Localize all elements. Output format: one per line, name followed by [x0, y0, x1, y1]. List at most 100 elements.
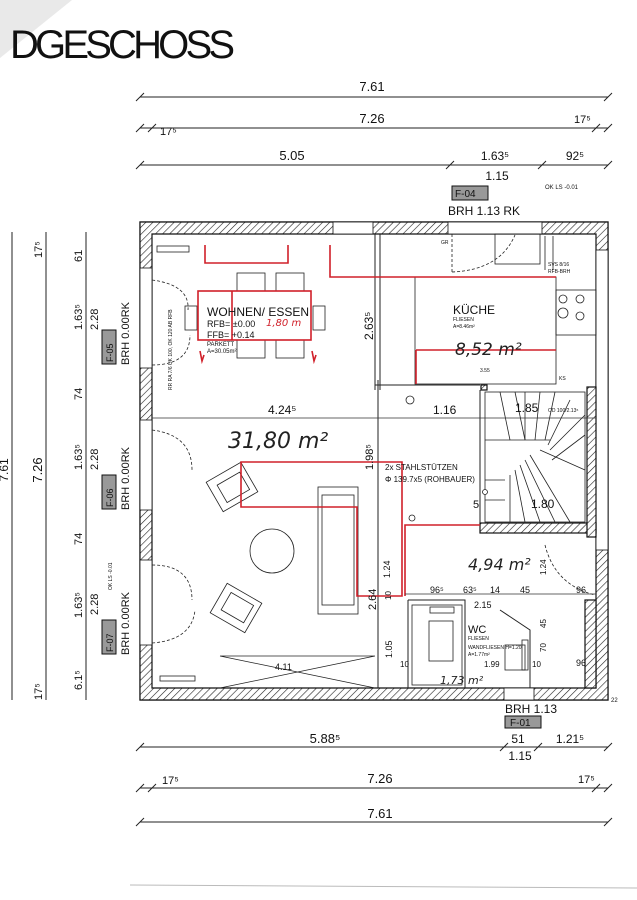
kitchen-fixtures	[414, 233, 597, 385]
svg-text:96: 96	[576, 585, 586, 595]
svg-text:1.63⁵: 1.63⁵	[73, 444, 85, 470]
svg-text:2.28: 2.28	[89, 309, 101, 330]
svg-text:1.63⁵: 1.63⁵	[73, 592, 85, 618]
svg-text:1,80 m: 1,80 m	[266, 318, 301, 329]
dim-left-inner: 7.26	[30, 457, 45, 482]
handwritten-area: 8,52 m²	[455, 340, 522, 360]
svg-text:1.99: 1.99	[484, 660, 500, 669]
svg-text:10: 10	[532, 660, 541, 669]
wc-fixtures	[411, 604, 529, 686]
room-wc: WC FLIESEN WANDFLIESEN H=1.20 A=1.77m² 1…	[440, 624, 522, 687]
room-hall: 2x STAHLSTÜTZEN Φ 139.7x5 (ROHBAUER) 4,9…	[385, 463, 531, 574]
svg-text:7.26: 7.26	[367, 771, 392, 786]
window-tag-f07: F-07 BRH 0.00RK OK LS -0.01	[101, 562, 132, 655]
svg-text:17⁵: 17⁵	[162, 775, 179, 787]
svg-text:14: 14	[490, 585, 500, 595]
svg-text:4.11: 4.11	[275, 662, 292, 672]
dim-top-inner: 7.26	[359, 111, 384, 126]
svg-text:WANDFLIESEN H=1.20: WANDFLIESEN H=1.20	[468, 645, 522, 651]
window-tag-f06: F-06 BRH 0.00RK	[101, 446, 132, 510]
svg-text:RR RA 7/6 UK 100, OK 120 AB RF: RR RA 7/6 UK 100, OK 120 AB RFB	[168, 309, 174, 390]
window-tag-f04: F-04 BRH 1.13 RK OK LS -0.01	[448, 185, 579, 218]
svg-text:SVS 8/16: SVS 8/16	[548, 262, 569, 268]
svg-text:GR: GR	[441, 240, 449, 246]
room-living: WOHNEN/ ESSEN RFB= ±0.00 FFB= +0.14 1,80…	[168, 305, 328, 454]
svg-text:FLIESEN: FLIESEN	[468, 636, 489, 642]
svg-text:BRH 1.13: BRH 1.13	[505, 702, 557, 716]
svg-text:F-06: F-06	[105, 488, 115, 507]
top-dimensions: 7.61 17⁵ 7.26 17⁵ 5.05 1.63⁵ 92⁵ 1.15	[135, 79, 613, 183]
svg-text:2.15: 2.15	[474, 600, 492, 610]
svg-text:1.24: 1.24	[382, 560, 392, 578]
left-dimensions: 7.61 17⁵ 7.26 17⁵ 61 1.63⁵ 74 1.63⁵ 74 1…	[0, 232, 101, 700]
svg-text:OK LS -0.01: OK LS -0.01	[108, 562, 114, 590]
window-tag-f01: BRH 1.13 F-01	[504, 702, 557, 729]
svg-text:5: 5	[473, 499, 479, 511]
dim-top-overall: 7.61	[359, 79, 384, 94]
svg-text:1.85: 1.85	[515, 401, 539, 415]
svg-text:BRH 0.00RK: BRH 0.00RK	[120, 301, 132, 365]
svg-text:RFB= ±0.00: RFB= ±0.00	[207, 319, 255, 329]
svg-text:45: 45	[539, 619, 548, 628]
svg-text:1.80: 1.80	[531, 497, 555, 511]
dim-top-inner-left: 17⁵	[160, 126, 177, 138]
svg-text:2.28: 2.28	[89, 594, 101, 615]
svg-text:63⁵: 63⁵	[463, 585, 477, 595]
svg-text:2.64: 2.64	[367, 589, 379, 610]
svg-text:1.16: 1.16	[433, 403, 457, 417]
svg-text:96⁵: 96⁵	[430, 585, 444, 595]
svg-text:1.24: 1.24	[539, 559, 548, 575]
svg-text:10: 10	[400, 660, 409, 669]
handwritten-area: 4,94 m²	[468, 555, 531, 574]
window-tag-f05: F-05 BRH 0.00RK	[101, 301, 132, 365]
svg-text:74: 74	[73, 388, 85, 400]
dim-left-overall: 7.61	[0, 458, 11, 482]
svg-text:1.98⁵: 1.98⁵	[364, 444, 376, 470]
staircase	[482, 391, 586, 523]
svg-text:22: 22	[611, 698, 618, 704]
svg-text:OD 100/2.13⁵: OD 100/2.13⁵	[548, 408, 578, 414]
svg-text:1.15: 1.15	[508, 749, 532, 763]
dim-top-sub: 1.15	[485, 169, 509, 183]
living-furniture	[151, 245, 596, 689]
svg-text:F-05: F-05	[105, 343, 115, 362]
room-name: KÜCHE	[453, 303, 495, 317]
dim-top-inner-right: 17⁵	[574, 114, 591, 126]
svg-text:BRH 1.13 RK: BRH 1.13 RK	[448, 204, 520, 218]
svg-text:F-04: F-04	[455, 189, 476, 200]
bottom-dimensions: 5.88⁵ 51 1.21⁵ 1.15 17⁵ 7.26 17⁵ 7.61	[129, 731, 637, 889]
svg-text:3.55: 3.55	[480, 368, 490, 374]
svg-text:Φ 139.7x5 (ROHBAUER): Φ 139.7x5 (ROHBAUER)	[385, 475, 475, 484]
drawing-title: DGESCHOSS	[10, 23, 235, 67]
svg-text:45: 45	[520, 585, 530, 595]
svg-text:2.28: 2.28	[89, 449, 101, 470]
svg-text:FFB= +0.14: FFB= +0.14	[207, 330, 255, 340]
svg-text:7.61: 7.61	[367, 806, 392, 821]
svg-text:1.63⁵: 1.63⁵	[73, 304, 85, 330]
dim-top-seg1: 5.05	[279, 148, 304, 163]
svg-text:FLIESEN: FLIESEN	[453, 317, 474, 323]
svg-text:1.05: 1.05	[384, 640, 394, 658]
room-kitchen: KÜCHE FLIESEN A=8.46m² 8,52 m² GR KS SVS…	[441, 240, 578, 414]
svg-text:5.88⁵: 5.88⁵	[310, 731, 341, 746]
svg-text:F-01: F-01	[510, 718, 531, 729]
room-name: WC	[468, 624, 486, 636]
svg-text:BRH 0.00RK: BRH 0.00RK	[120, 591, 132, 655]
svg-text:6.1⁵: 6.1⁵	[73, 670, 85, 690]
svg-text:51: 51	[511, 732, 525, 746]
svg-text:1.21⁵: 1.21⁵	[556, 732, 584, 746]
svg-text:17⁵: 17⁵	[33, 683, 45, 700]
svg-text:PARKETT: PARKETT	[207, 342, 235, 348]
svg-text:RFB-BRH: RFB-BRH	[548, 269, 571, 275]
svg-text:1,73 m²: 1,73 m²	[440, 674, 484, 687]
dim-top-seg3: 92⁵	[566, 149, 584, 163]
svg-text:10: 10	[384, 591, 393, 600]
dim-top-seg2: 1.63⁵	[481, 149, 509, 163]
svg-text:A=8.46m²: A=8.46m²	[453, 324, 475, 330]
svg-text:17⁵: 17⁵	[578, 774, 595, 786]
svg-text:KS: KS	[559, 376, 566, 382]
scan-corner	[0, 0, 72, 58]
svg-text:4.24⁵: 4.24⁵	[268, 403, 296, 417]
handwritten-markup	[197, 245, 556, 597]
